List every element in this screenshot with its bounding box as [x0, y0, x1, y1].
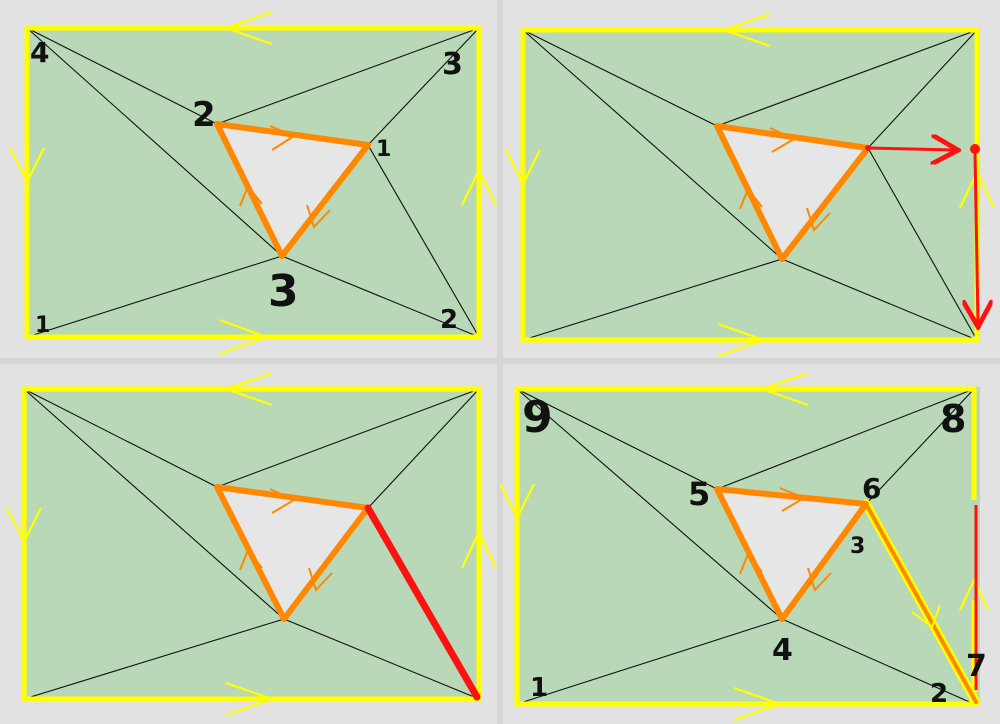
- boundary-arrows: [9, 10, 497, 356]
- hole-fill: [717, 489, 866, 619]
- vertex-label: 2: [440, 305, 458, 335]
- new-edge-arrows: [865, 144, 980, 324]
- new-edge-inner: [864, 502, 978, 704]
- panel-bottom-right: 9 8 1 2 7 5 6 4 3: [499, 364, 1000, 724]
- red-dot: [865, 145, 871, 151]
- hole-boundary: [714, 486, 869, 622]
- boundary-arrows: [499, 371, 989, 722]
- panel-top-right: [503, 0, 1000, 358]
- vertex-label: 1: [35, 313, 50, 338]
- panel-bottom-left: [0, 364, 497, 724]
- triangulation-edges: [23, 388, 480, 700]
- hole-fill: [217, 487, 368, 619]
- vertex-label: 1: [530, 673, 548, 703]
- vertex-label: 8: [940, 397, 966, 441]
- outer-boundary: [514, 386, 977, 707]
- hole-arrows: [239, 125, 331, 229]
- red-arrow-right: [867, 148, 955, 150]
- vertex-label: 5: [688, 475, 710, 513]
- hole-fill: [217, 124, 368, 256]
- triangulation-edges: [522, 29, 978, 341]
- vertex-label: 3: [442, 47, 463, 82]
- triangulation-edges: [516, 388, 975, 705]
- boundary-arrows: [505, 12, 995, 358]
- triangulation-edges: [26, 27, 480, 338]
- hole-arrows: [739, 487, 832, 592]
- vertex-label: 3: [850, 534, 865, 559]
- vertex-label: 9: [522, 392, 553, 443]
- panel-top-left: 4 3 2 1 2 1 3: [0, 0, 497, 358]
- divider: [0, 358, 1000, 364]
- vertex-label: 4: [772, 633, 793, 668]
- new-edge-arrows: [911, 604, 941, 629]
- vertex-label: 3: [268, 266, 299, 317]
- vertex-label: 2: [192, 95, 216, 135]
- new-edge: [364, 504, 481, 701]
- boundary-arrows: [6, 371, 497, 717]
- vertex-label: 2: [930, 679, 948, 709]
- hole-fill: [717, 126, 868, 259]
- vertex-label: 1: [376, 137, 391, 162]
- hole-arrows: [239, 488, 333, 592]
- hole-arrows: [739, 127, 831, 232]
- vertex-label: 7: [966, 649, 987, 684]
- vertex-label: 4: [30, 36, 49, 69]
- vertex-label: 6: [862, 472, 881, 505]
- red-arrow-down: [975, 151, 978, 324]
- red-dot: [970, 144, 980, 154]
